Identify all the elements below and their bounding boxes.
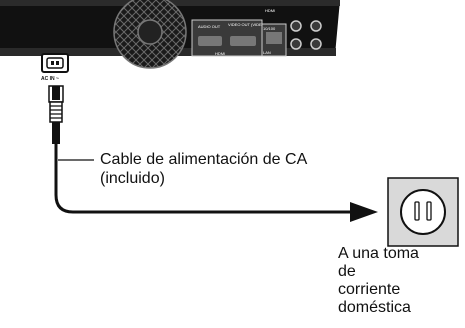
hdmi-top-label: HDMI bbox=[265, 8, 275, 13]
ethernet-label: 10/100 bbox=[263, 26, 276, 31]
video-out-label: VIDEO OUT (VIDEO/AUDIO) bbox=[228, 22, 281, 27]
plug-strain-relief bbox=[52, 122, 60, 144]
lan-port: LAN 10/100 bbox=[261, 23, 287, 57]
cable-label: Cable de alimentación de CA (incluido) bbox=[100, 150, 307, 188]
device-rear-panel: AC IN ~ AUDIO OUT VIDEO OUT (VIDEO/AUDIO… bbox=[0, 0, 340, 82]
outlet-label-line1: A una toma bbox=[338, 245, 419, 262]
hdmi-video-out-port bbox=[230, 36, 256, 46]
power-cable bbox=[54, 142, 350, 214]
outlet-label-line2: de bbox=[338, 263, 356, 280]
outlet-label: A una toma de corriente doméstica bbox=[338, 245, 463, 317]
hdmi-audio-out-port bbox=[198, 36, 222, 46]
lan-label: LAN bbox=[263, 50, 271, 55]
hdmi-logo: HDMI bbox=[215, 51, 225, 56]
cable-label-line2: (incluido) bbox=[100, 170, 165, 187]
outlet-label-line4: doméstica bbox=[338, 299, 411, 316]
cooling-fan-grille bbox=[113, 0, 187, 69]
cable-label-line1: Cable de alimentación de CA bbox=[100, 151, 308, 168]
arrow-right-icon bbox=[350, 202, 378, 222]
outlet-label-line3: corriente bbox=[338, 281, 401, 298]
ac-inlet: AC IN ~ bbox=[41, 53, 69, 82]
av-jacks bbox=[290, 20, 322, 50]
power-plug-connector bbox=[48, 85, 64, 144]
ac-in-label: AC IN ~ bbox=[41, 76, 59, 82]
hdmi-ports: AUDIO OUT VIDEO OUT (VIDEO/AUDIO) HDMI bbox=[191, 19, 281, 57]
audio-out-label: AUDIO OUT bbox=[198, 24, 221, 29]
wall-outlet bbox=[387, 177, 459, 247]
